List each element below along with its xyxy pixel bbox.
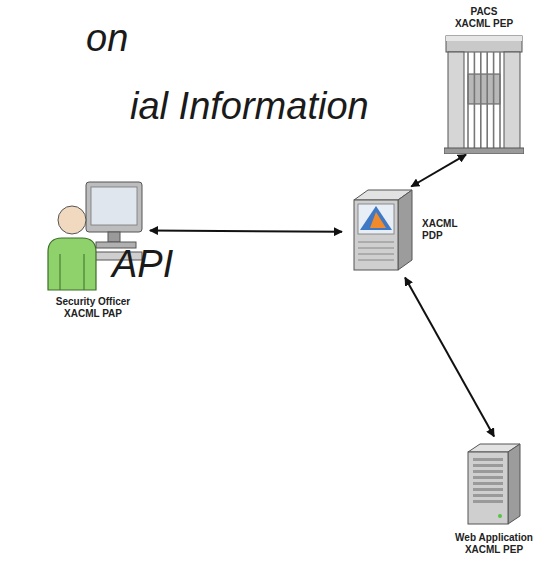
pdp-icon: [348, 186, 414, 274]
node-label: XACML PDP: [422, 218, 462, 242]
bidirectional-arrow: [405, 277, 494, 436]
node-label: Web Application XACML PEP: [448, 532, 540, 556]
component-node: XACML PDP: [348, 186, 462, 274]
bidirectional-arrow: [411, 155, 466, 187]
node-label: PACS XACML PEP: [453, 6, 515, 30]
web-icon: [464, 440, 524, 528]
component-node: Web Application XACML PEP: [448, 440, 540, 556]
slide-text: API: [112, 242, 173, 286]
turnstile-icon: [444, 34, 524, 154]
node-label: Security Officer XACML PAP: [47, 296, 139, 320]
component-node: PACS XACML PEP: [444, 6, 524, 154]
slide-text: ial Information: [130, 84, 369, 128]
slide-text: on: [86, 16, 128, 60]
bidirectional-arrow: [150, 230, 342, 231]
